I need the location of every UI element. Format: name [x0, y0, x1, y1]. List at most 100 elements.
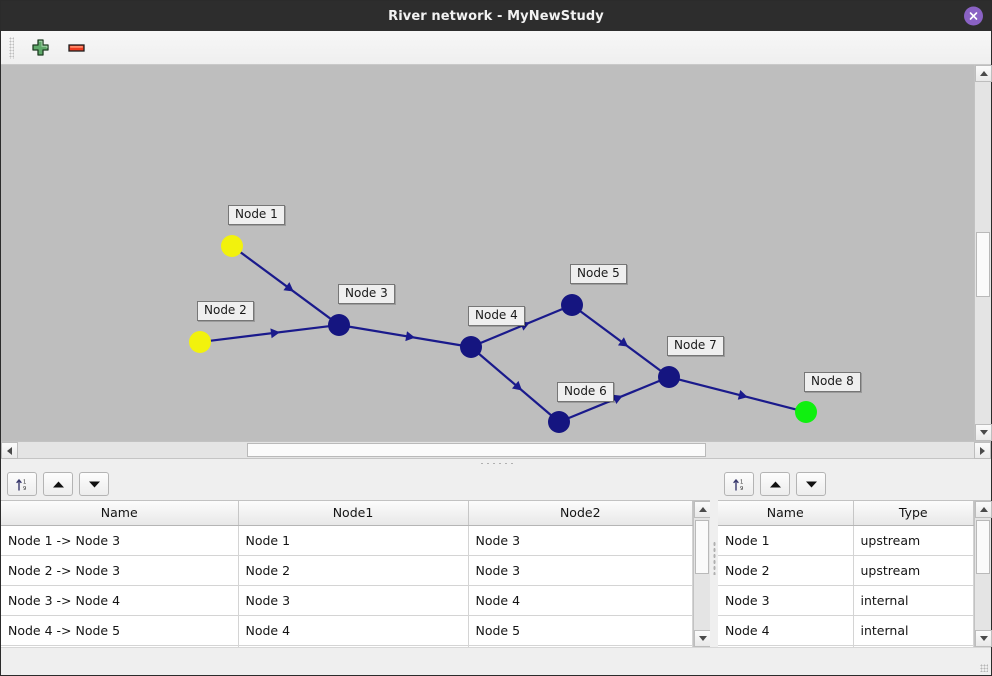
column-header-type[interactable]: Type — [853, 501, 974, 526]
table-empty-row[interactable] — [1, 645, 693, 647]
node-label-node5[interactable]: Node 5 — [570, 264, 627, 284]
resize-grip[interactable] — [980, 664, 988, 672]
table-cell[interactable]: upstream — [853, 555, 974, 586]
table-cell[interactable]: Node 3 — [718, 585, 854, 616]
table-empty-row[interactable] — [718, 645, 974, 647]
table-cell[interactable]: upstream — [853, 525, 974, 556]
scroll-up-button[interactable] — [975, 65, 992, 82]
table-cell[interactable]: Node 5 — [468, 615, 693, 646]
nodes-scroll-up-button[interactable] — [975, 501, 992, 518]
column-header-node2[interactable]: Node2 — [468, 501, 693, 526]
network-diagram-canvas[interactable]: Node 1 Node 2 Node 3 Node 4 Node 5 Node 6 Node… — [1, 65, 974, 441]
table-cell[interactable]: Node 2 -> Node 3 — [1, 555, 239, 586]
reaches-scroll-up-button[interactable] — [694, 501, 711, 518]
table-cell-empty[interactable] — [238, 645, 469, 647]
node-label-node8[interactable]: Node 8 — [804, 372, 861, 392]
node-label-node6[interactable]: Node 6 — [557, 382, 614, 402]
node-label-node4[interactable]: Node 4 — [468, 306, 525, 326]
nodes-sort-button[interactable]: 1 9 — [724, 472, 754, 496]
vertical-scroll-thumb[interactable] — [976, 232, 990, 297]
table-cell[interactable]: Node 1 -> Node 3 — [1, 525, 239, 556]
close-icon[interactable] — [964, 6, 983, 26]
graph-node-node2[interactable] — [189, 331, 211, 353]
table-cell[interactable]: Node 4 — [238, 615, 469, 646]
edge-Node2-to-Node3[interactable] — [209, 325, 330, 342]
edge-Node1-to-Node3[interactable] — [239, 251, 332, 320]
vertical-scroll-track[interactable] — [975, 82, 991, 424]
column-header-node1[interactable]: Node1 — [238, 501, 469, 526]
reaches-move-down-button[interactable] — [79, 472, 109, 496]
edge-Node6-to-Node7[interactable] — [567, 379, 661, 420]
table-cell[interactable]: internal — [853, 585, 974, 616]
table-cell[interactable]: Node 1 — [238, 525, 469, 556]
graph-node-node5[interactable] — [561, 294, 583, 316]
table-cell[interactable]: Node 4 — [718, 615, 854, 646]
nodes-scroll-down-button[interactable] — [975, 630, 992, 647]
remove-node-button[interactable] — [64, 36, 88, 60]
nodes-move-down-button[interactable] — [796, 472, 826, 496]
table-cell[interactable]: Node 1 — [718, 525, 854, 556]
reaches-sort-button[interactable]: 1 9 — [7, 472, 37, 496]
table-cell[interactable]: Node 3 — [468, 525, 693, 556]
graph-node-node4[interactable] — [460, 336, 482, 358]
column-header-name[interactable]: Name — [1, 501, 239, 526]
toolbar-drag-handle[interactable] — [9, 36, 14, 59]
table-cell[interactable]: Node 3 — [468, 555, 693, 586]
add-node-button[interactable] — [28, 36, 52, 60]
vertical-splitter[interactable] — [710, 468, 718, 647]
table-cell-empty[interactable] — [1, 645, 239, 647]
table-cell-empty[interactable] — [468, 645, 693, 647]
graph-node-node7[interactable] — [658, 366, 680, 388]
nodes-scroll-thumb[interactable] — [976, 520, 990, 574]
scroll-down-button[interactable] — [975, 424, 992, 441]
table-cell[interactable]: Node 3 -> Node 4 — [1, 585, 239, 616]
table-cell[interactable]: internal — [853, 615, 974, 646]
graph-vertical-scrollbar[interactable] — [974, 65, 992, 441]
table-cell[interactable]: Node 4 -> Node 5 — [1, 615, 239, 646]
table-cell-empty[interactable] — [853, 645, 974, 647]
horizontal-scroll-thumb[interactable] — [247, 443, 706, 457]
edge-Node4-to-Node6[interactable] — [477, 352, 553, 417]
nodes-move-up-button[interactable] — [760, 472, 790, 496]
scroll-left-button[interactable] — [1, 442, 18, 459]
edge-Node7-to-Node8[interactable] — [678, 378, 797, 411]
table-cell[interactable]: Node 3 — [238, 585, 469, 616]
node-label-node3[interactable]: Node 3 — [338, 284, 395, 304]
horizontal-splitter[interactable] — [1, 458, 991, 468]
nodes-scroll-track[interactable] — [975, 518, 991, 630]
table-cell[interactable]: Node 2 — [238, 555, 469, 586]
node-label-node7[interactable]: Node 7 — [667, 336, 724, 356]
node-label-node1[interactable]: Node 1 — [228, 205, 285, 225]
scroll-right-button[interactable] — [974, 442, 991, 459]
graph-node-node1[interactable] — [221, 235, 243, 257]
reaches-scroll-track[interactable] — [694, 518, 710, 630]
table-cell-empty[interactable] — [718, 645, 854, 647]
nodes-vertical-scrollbar[interactable] — [974, 501, 992, 647]
graph-horizontal-scrollbar[interactable] — [1, 441, 991, 459]
reaches-move-up-button[interactable] — [43, 472, 73, 496]
reaches-vertical-scrollbar[interactable] — [693, 501, 711, 647]
graph-node-node6[interactable] — [548, 411, 570, 433]
graph-node-node3[interactable] — [328, 314, 350, 336]
edge-Node3-to-Node4[interactable] — [348, 325, 462, 347]
column-header-name[interactable]: Name — [718, 501, 854, 526]
table-cell[interactable]: Node 4 — [468, 585, 693, 616]
reaches-scroll-thumb[interactable] — [695, 520, 709, 574]
reaches-scroll-down-button[interactable] — [694, 630, 711, 647]
node-label-node2[interactable]: Node 2 — [197, 301, 254, 321]
horizontal-scroll-track[interactable] — [18, 442, 974, 458]
graph-node-node8[interactable] — [795, 401, 817, 423]
edge-Node5-to-Node7[interactable] — [579, 310, 662, 372]
